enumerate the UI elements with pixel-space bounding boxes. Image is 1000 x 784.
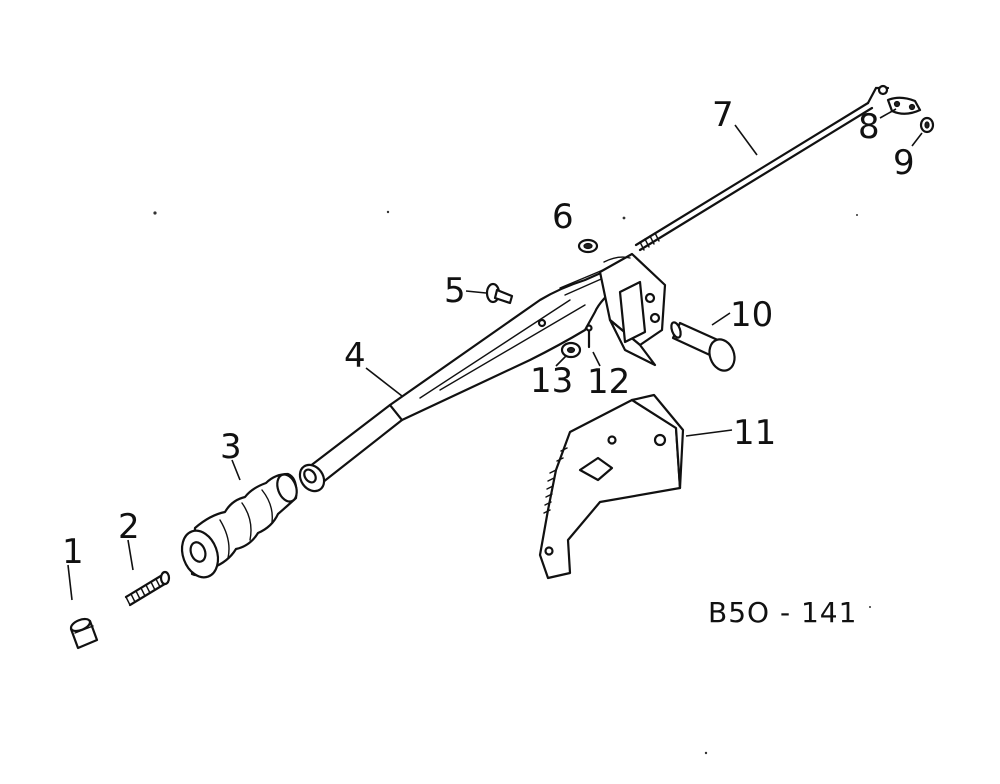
callout-4: 4 [344, 336, 366, 376]
callout-7: 7 [712, 95, 734, 135]
leader-9 [911, 132, 923, 147]
part-3-hand-grip [180, 472, 298, 579]
leader-8 [879, 108, 897, 119]
callout-1: 1 [62, 532, 84, 572]
callout-3: 3 [220, 427, 242, 467]
callout-5: 5 [444, 271, 466, 311]
scan-specks [153, 210, 871, 755]
leader-1 [67, 564, 73, 601]
part-1-pin [69, 617, 99, 650]
leader-11 [685, 429, 733, 437]
leader-7 [734, 124, 758, 156]
part-12-cotter-pin [585, 324, 593, 349]
part-8-clip [877, 84, 922, 115]
leader-12 [592, 351, 601, 367]
leader-3 [231, 459, 241, 481]
callout-13: 13 [530, 361, 573, 401]
part-4-lever [298, 266, 624, 493]
lever-bracket-head [598, 252, 667, 367]
part-13-washer [560, 341, 582, 359]
leader-2 [127, 539, 134, 571]
part-5-bolt [485, 282, 514, 305]
part-7-rod [634, 86, 890, 252]
leader-4 [365, 367, 403, 397]
drawing-code: B5O - 141 [708, 596, 857, 629]
callout-12: 12 [587, 362, 630, 402]
callout-11: 11 [733, 413, 776, 453]
part-10-pivot-pin [670, 321, 736, 372]
part-11-quadrant-bracket [538, 393, 685, 580]
callout-10: 10 [730, 295, 773, 335]
callout-6: 6 [552, 197, 574, 237]
callout-8: 8 [858, 107, 880, 147]
callout-2: 2 [118, 507, 140, 547]
part-2-spring [124, 570, 171, 607]
leader-13 [555, 355, 567, 367]
part-6-nut [577, 238, 599, 254]
part-9-washer [919, 116, 935, 134]
leader-5 [465, 290, 487, 294]
leader-10 [711, 312, 731, 326]
callout-9: 9 [893, 143, 915, 183]
